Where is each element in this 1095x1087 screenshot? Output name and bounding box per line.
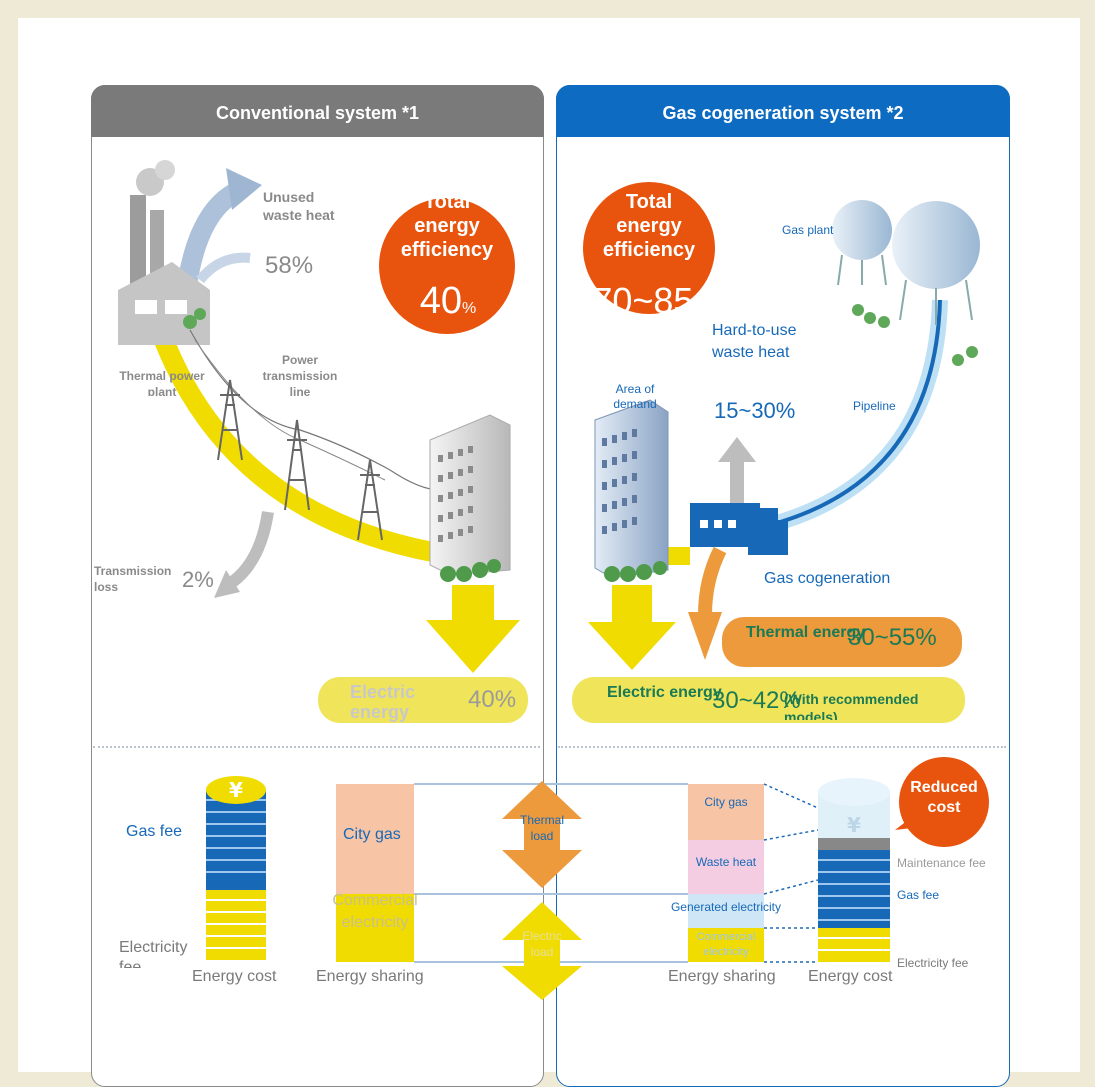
- conventional-system-header: Conventional system *1: [91, 85, 544, 137]
- commercial-electricity-label-left: Commercial electricity: [332, 892, 418, 931]
- generated-electricity-label: Generated electricity: [670, 900, 782, 914]
- gas-plant-label: Gas plant: [782, 223, 834, 237]
- thermal-energy-bar: [722, 617, 962, 667]
- city-gas-segment-left: [336, 784, 414, 894]
- thermal-load-label: Thermal load: [519, 813, 564, 843]
- electric-energy-label-cogeneration: Electric energy: [607, 684, 722, 701]
- electric-energy-label: Electric energy: [350, 682, 416, 722]
- thermal-power-plant-icon: [118, 160, 210, 345]
- waste-heat-up-arrow: [718, 437, 756, 510]
- transmission-loss-arrow: [224, 511, 274, 591]
- efficiency-circle-cogeneration: [583, 182, 715, 314]
- cogeneration-unit-icon: [690, 503, 788, 555]
- transmission-loss-arrowhead: [214, 570, 240, 598]
- waste-heat-segment: [688, 840, 764, 894]
- efficiency-circle-conventional: [379, 198, 515, 334]
- energy-cost-coin-stack-reduced: ¥: [818, 778, 890, 962]
- electric-energy-bar: [318, 677, 528, 723]
- power-transmission-line-label: Power transmission line: [262, 353, 338, 399]
- electric-energy-arrow: [426, 585, 520, 673]
- unused-waste-heat-percent: 58%: [265, 252, 314, 279]
- commercial-electricity-segment-left: [336, 894, 414, 962]
- thermal-energy-label: Thermal energy: [746, 624, 866, 641]
- efficiency-unit: %: [462, 300, 477, 317]
- efficiency-title-conventional: Total energy efficiency: [400, 191, 494, 261]
- gas-fee-label-left: Gas fee: [126, 823, 183, 840]
- efficiency-number: 70~85: [592, 280, 694, 321]
- efficiency-value-conventional: 40%: [396, 280, 500, 323]
- energy-cost-label-right: Energy cost: [808, 968, 893, 985]
- unused-waste-heat-label: Unused waste heat: [263, 189, 335, 223]
- reduced-cost-badge: [899, 757, 989, 847]
- electric-energy-arrow-cogeneration: [588, 585, 676, 670]
- waste-heat-arrowhead: [226, 168, 262, 210]
- thermal-energy-arrow: [698, 546, 727, 616]
- gas-cogeneration-label: Gas cogeneration: [764, 570, 891, 587]
- left-section-divider: [93, 746, 540, 748]
- thermal-energy-percent: 30~55%: [848, 624, 937, 651]
- commercial-electricity-segment-right: [688, 928, 764, 962]
- electric-energy-bar-cogeneration: [572, 677, 965, 723]
- energy-cost-label-left: Energy cost: [192, 968, 277, 985]
- transmission-loss-label: Transmission loss: [94, 564, 172, 594]
- commercial-electricity-label-right: Commercial electricity: [696, 931, 756, 958]
- gas-tank-icon: [832, 200, 980, 366]
- demand-building-icon: [594, 399, 669, 582]
- transmission-tower-icon: [217, 379, 383, 541]
- electric-load-arrow: [502, 902, 582, 1000]
- thermal-load-arrow: [502, 781, 582, 888]
- svg-text:¥: ¥: [847, 813, 861, 837]
- svg-text:¥: ¥: [229, 778, 243, 802]
- area-of-demand-label: Area of demand: [613, 382, 657, 411]
- electricity-flow-band: [150, 326, 452, 565]
- electric-energy-percent-cogeneration: 30~42%: [712, 687, 801, 714]
- office-building-icon: [429, 414, 511, 582]
- electric-energy-percent: 40%: [468, 686, 517, 713]
- city-gas-label-right: City gas: [704, 795, 748, 809]
- energy-sharing-label-right: Energy sharing: [668, 968, 776, 985]
- maintenance-fee-label: Maintenance fee: [897, 856, 986, 870]
- city-gas-segment-right: [688, 784, 764, 840]
- right-section-divider: [558, 746, 1006, 748]
- efficiency-unit: %: [693, 300, 708, 317]
- electricity-fee-label-left: Electricity fee: [119, 939, 188, 968]
- efficiency-number: 40: [419, 280, 463, 322]
- efficiency-title-cogeneration: Total energy efficiency: [602, 191, 696, 261]
- generated-electricity-segment: [688, 894, 764, 928]
- cogeneration-system-header: Gas cogeneration system *2: [556, 85, 1010, 137]
- pipeline-label: Pipeline: [853, 399, 896, 413]
- reduced-cost-label: Reduced cost: [910, 779, 978, 816]
- waste-heat-label: Waste heat: [695, 855, 757, 869]
- hard-to-use-heat-label: Hard-to-use waste heat: [712, 322, 797, 361]
- transmission-loss-percent: 2%: [182, 567, 214, 592]
- city-gas-label-left: City gas: [343, 826, 401, 843]
- hard-to-use-heat-percent: 15~30%: [714, 398, 796, 423]
- thermal-power-plant-label: Thermal power plant: [119, 369, 205, 396]
- electricity-fee-label-right: Electricity fee: [897, 956, 969, 970]
- energy-sharing-label-left: Energy sharing: [316, 968, 424, 985]
- recommended-models-note: (With recommended models): [784, 691, 919, 720]
- efficiency-value-cogeneration: 70~85%: [585, 280, 715, 322]
- energy-cost-coin-stack: ¥: [206, 776, 266, 960]
- electric-load-label: Electric load: [522, 929, 562, 959]
- gas-fee-label-right: Gas fee: [897, 888, 940, 902]
